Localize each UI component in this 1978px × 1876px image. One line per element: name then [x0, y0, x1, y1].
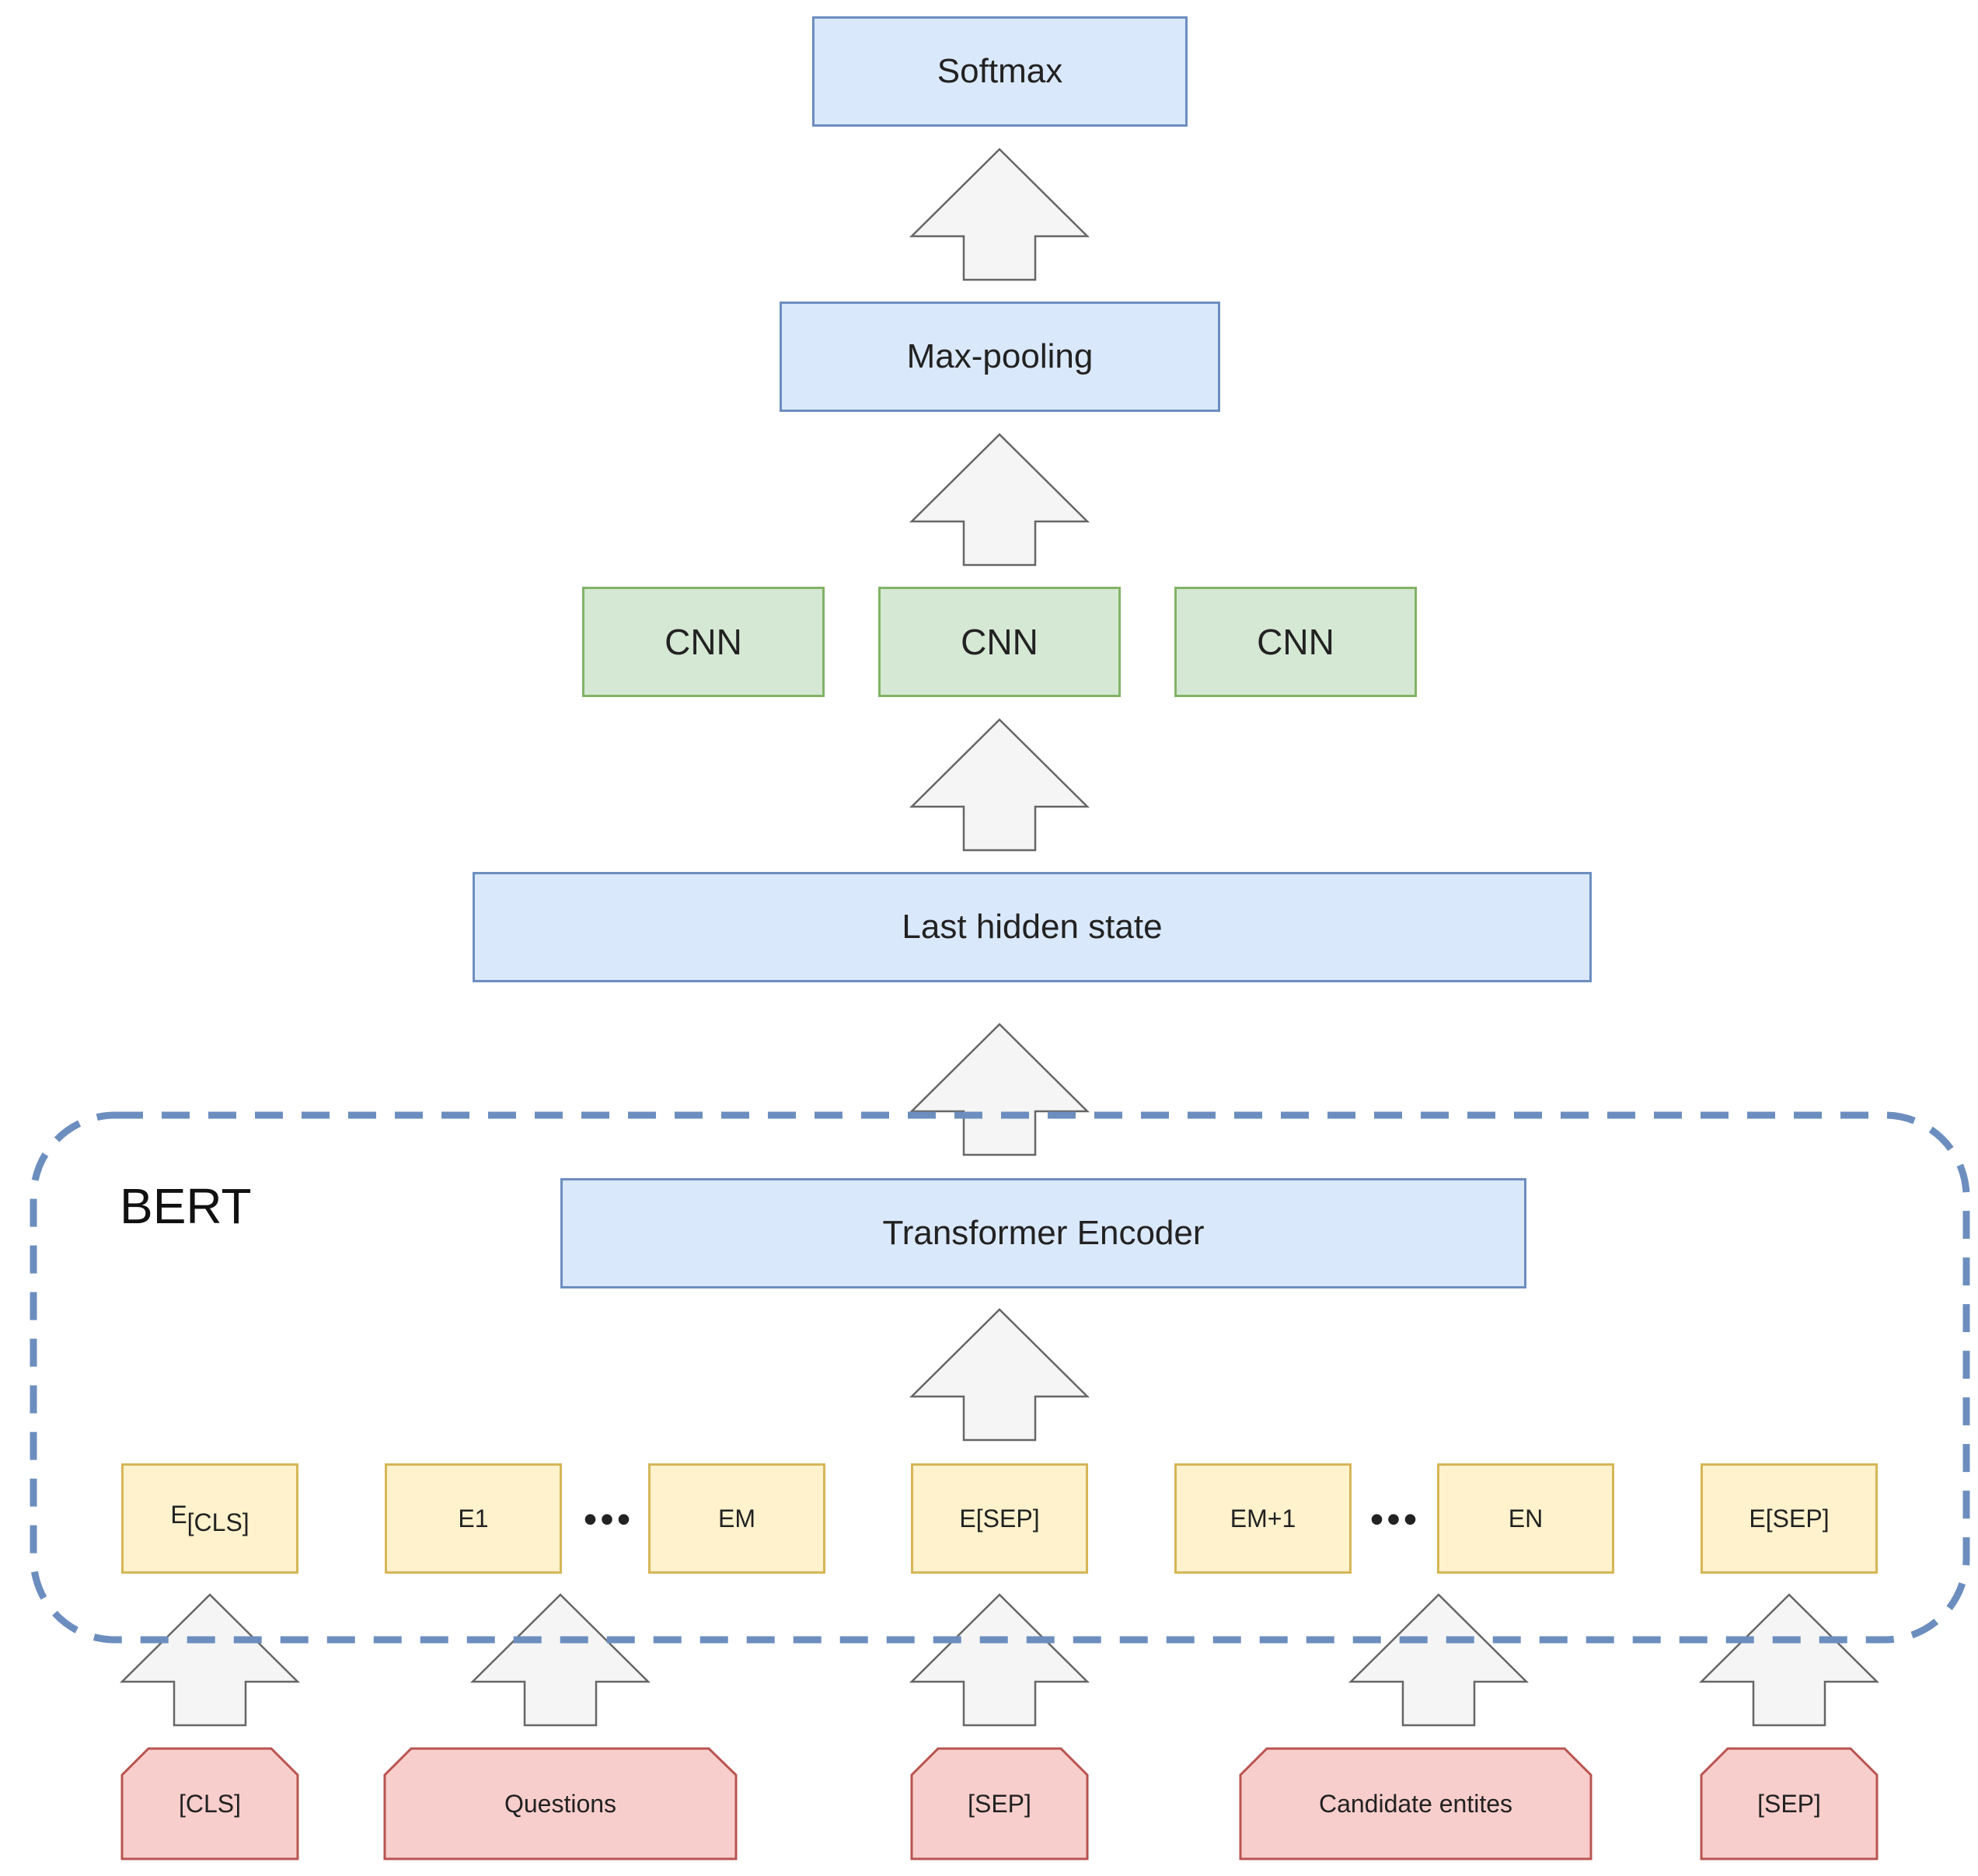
- arrow-sep1-input: [909, 1593, 1090, 1727]
- arrow-questions-input: [469, 1593, 651, 1727]
- max-pooling-label: Max-pooling: [906, 337, 1094, 375]
- arrow-to-max-pooling: [909, 433, 1090, 567]
- transformer-encoder-box: Transformer Encoder: [560, 1178, 1526, 1288]
- embedding-e1-label: E1: [458, 1504, 489, 1533]
- embedding-em-box: EM: [648, 1463, 825, 1574]
- last-hidden-state-box: Last hidden state: [473, 872, 1592, 982]
- embedding-sep2-box: E[SEP]: [1701, 1463, 1878, 1574]
- embedding-sep2-label: E[SEP]: [1749, 1504, 1830, 1533]
- input-cls-shape: [120, 1747, 299, 1860]
- input-cls-label: [CLS]: [178, 1789, 242, 1818]
- input-questions-label: Questions: [504, 1789, 617, 1818]
- input-sep1-label: [SEP]: [968, 1789, 1031, 1818]
- embedding-em-label: EM: [718, 1504, 755, 1533]
- embedding-sep1-label: E[SEP]: [959, 1504, 1040, 1533]
- ellipsis-1: •••: [583, 1498, 634, 1541]
- embedding-em1-box: EM+1: [1174, 1463, 1352, 1574]
- input-candidates-shape: [1239, 1747, 1593, 1860]
- arrow-to-cnn: [909, 718, 1090, 852]
- embedding-cls-box: E[CLS]: [121, 1463, 298, 1574]
- last-hidden-state-label: Last hidden state: [902, 908, 1163, 946]
- embedding-sep1-box: E[SEP]: [911, 1463, 1088, 1574]
- ellipsis-2: •••: [1369, 1498, 1421, 1541]
- transformer-encoder-label: Transformer Encoder: [882, 1214, 1205, 1252]
- max-pooling-box: Max-pooling: [780, 302, 1220, 412]
- bert-container: [30, 1111, 1970, 1644]
- arrow-candidates-input: [1348, 1593, 1530, 1727]
- cnn-label-1: CNN: [665, 622, 742, 662]
- embedding-em1-label: EM+1: [1230, 1504, 1296, 1533]
- softmax-box: Softmax: [812, 16, 1188, 127]
- embedding-en-box: EN: [1437, 1463, 1614, 1574]
- input-questions-shape: [383, 1747, 738, 1860]
- input-sep1-shape: [910, 1747, 1089, 1860]
- embedding-en-label: EN: [1508, 1504, 1544, 1533]
- softmax-label: Softmax: [937, 52, 1063, 90]
- bert-label: BERT: [120, 1178, 252, 1234]
- embedding-cls-label: E[CLS]: [170, 1500, 249, 1536]
- cnn-box-2: CNN: [878, 587, 1121, 697]
- input-candidates-label: Candidate entites: [1318, 1789, 1513, 1818]
- embedding-e1-box: E1: [385, 1463, 562, 1574]
- input-sep2-shape: [1700, 1747, 1879, 1860]
- arrow-to-transformer: [909, 1308, 1090, 1442]
- arrow-to-softmax: [909, 148, 1090, 281]
- arrow-cls-input: [119, 1593, 301, 1727]
- cnn-label-2: CNN: [961, 622, 1038, 662]
- cnn-box-1: CNN: [582, 587, 825, 697]
- cnn-label-3: CNN: [1257, 622, 1334, 662]
- arrow-to-last-hidden: [909, 1023, 1090, 1156]
- cnn-box-3: CNN: [1174, 587, 1417, 697]
- arrow-sep2-input: [1698, 1593, 1880, 1727]
- input-sep2-label: [SEP]: [1757, 1789, 1821, 1818]
